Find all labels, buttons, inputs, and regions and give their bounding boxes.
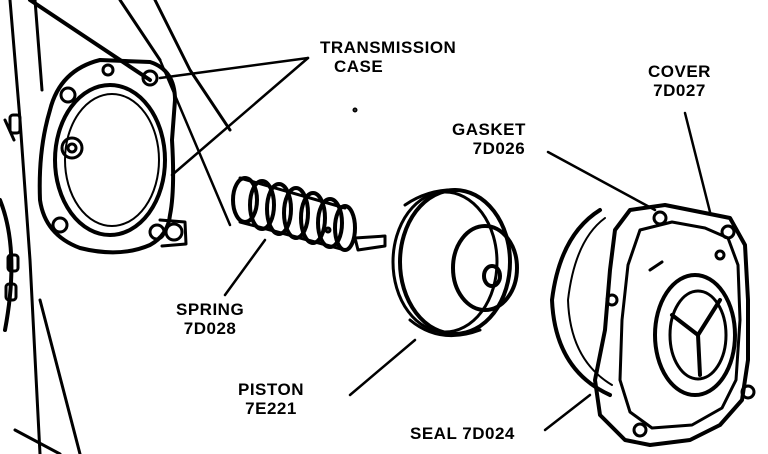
seal [543, 208, 613, 432]
transmission-case-label: TRANSMISSION CASE [320, 38, 456, 76]
gasket-label-name: GASKET [452, 120, 526, 139]
cover [546, 111, 756, 447]
seal-label: SEAL 7D024 [410, 424, 515, 443]
piston-label-name: PISTON [238, 380, 304, 399]
spring-label-name: SPRING [176, 300, 245, 319]
spring [223, 176, 357, 297]
transmission-case-label-line1: TRANSMISSION [320, 38, 457, 57]
gasket-label: GASKET 7D026 [452, 120, 526, 158]
spring-label: SPRING 7D028 [176, 300, 244, 338]
spring-label-part-number: 7D028 [183, 319, 237, 338]
cover-label-name: COVER [648, 62, 711, 81]
gasket-label-part-number: 7D026 [472, 139, 526, 158]
transmission-case [0, 0, 310, 454]
piston [348, 188, 519, 397]
piston-label: PISTON 7E221 [238, 380, 304, 418]
transmission-case-label-line2: CASE [334, 57, 384, 76]
cover-label: COVER 7D027 [648, 62, 711, 100]
cover-label-part-number: 7D027 [653, 81, 706, 100]
piston-label-part-number: 7E221 [245, 399, 297, 418]
